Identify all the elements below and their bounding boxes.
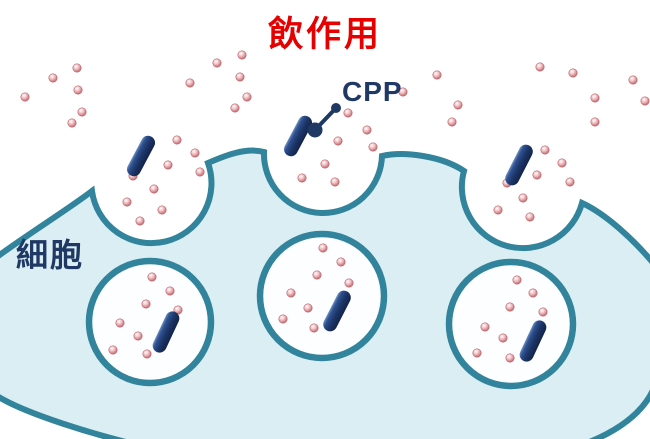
molecule-dot	[297, 173, 307, 183]
molecule-dot	[122, 197, 132, 207]
molecule-dot	[312, 270, 322, 280]
cpp-capsule	[519, 320, 547, 362]
molecule-dot	[528, 288, 538, 298]
molecule-dot	[230, 103, 240, 113]
molecule-dot	[540, 145, 550, 155]
molecule-dot	[333, 136, 343, 146]
molecule-dot	[565, 177, 575, 187]
cpp-capsule	[283, 115, 313, 157]
molecule-dot	[185, 78, 195, 88]
molecule-dot	[278, 314, 288, 324]
molecule-dot	[480, 322, 490, 332]
molecule-dot	[590, 117, 600, 127]
molecule-dot	[190, 148, 200, 158]
molecule-dot	[472, 348, 482, 358]
molecule-dot	[336, 257, 346, 267]
molecule-dot	[115, 318, 125, 328]
molecule-dot	[453, 100, 463, 110]
molecule-dot	[72, 63, 82, 73]
molecule-dot	[532, 170, 542, 180]
molecule-dot	[163, 160, 173, 170]
molecule-dot	[286, 288, 296, 298]
molecule-dot	[303, 303, 313, 313]
molecule-dot	[108, 345, 118, 355]
cpp-capsule	[505, 144, 533, 186]
molecule-dot	[535, 62, 545, 72]
molecule-dot	[505, 353, 515, 363]
molecule-dot	[538, 307, 548, 317]
molecule-dot	[398, 87, 408, 97]
molecule-dot	[142, 349, 152, 359]
molecule-dot	[235, 72, 245, 82]
molecule-dot	[432, 70, 442, 80]
molecule-dot	[505, 302, 515, 312]
molecule-dot	[320, 159, 330, 169]
molecule-dot	[133, 331, 143, 341]
page-title: 飲作用	[267, 15, 382, 54]
molecule-dot	[67, 118, 77, 128]
cpp-pointer-small-dot	[331, 103, 341, 113]
molecule-dot	[512, 275, 522, 285]
cpp-capsule	[152, 311, 180, 353]
molecule-dot	[195, 167, 205, 177]
vesicle-circle	[445, 258, 577, 390]
cpp-pointer	[307, 103, 341, 138]
molecule-dot	[525, 212, 535, 222]
molecule-dot	[77, 107, 87, 117]
molecule-dot	[237, 50, 247, 60]
molecule-dot	[73, 85, 83, 95]
molecule-dot	[343, 108, 353, 118]
molecule-dot	[149, 184, 159, 194]
molecule-dot	[20, 92, 30, 102]
molecule-dot	[498, 333, 508, 343]
molecule-dot	[318, 243, 328, 253]
molecule-dot	[147, 272, 157, 282]
molecule-dot	[141, 299, 151, 309]
molecule-dot	[518, 193, 528, 203]
molecule-dot	[212, 58, 222, 68]
molecule-dot	[640, 96, 650, 106]
molecule-dot	[48, 73, 58, 83]
molecule-dot	[135, 216, 145, 226]
molecule-dot	[368, 142, 378, 152]
vesicle-circle	[85, 257, 215, 387]
molecule-dot	[493, 205, 503, 215]
cpp-capsule	[126, 135, 156, 177]
molecule-dot	[157, 205, 167, 215]
molecule-dot	[447, 117, 457, 127]
molecule-dot	[330, 177, 340, 187]
vesicle-circle	[256, 230, 388, 362]
cpp-pointer-big-dot	[307, 122, 323, 138]
molecule-dot	[309, 323, 319, 333]
molecule-dot	[557, 158, 567, 168]
cpp-label: CPP	[342, 76, 403, 107]
molecule-dot	[165, 286, 175, 296]
molecule-dot	[628, 75, 638, 85]
cpp-capsule	[323, 290, 351, 332]
molecule-dot	[172, 135, 182, 145]
molecule-dot	[362, 125, 372, 135]
molecule-dot	[590, 93, 600, 103]
molecule-dot	[344, 278, 354, 288]
molecule-dot	[173, 305, 183, 315]
molecule-dot	[568, 68, 578, 78]
cell-label: 細胞	[16, 237, 85, 273]
molecule-dot	[242, 92, 252, 102]
